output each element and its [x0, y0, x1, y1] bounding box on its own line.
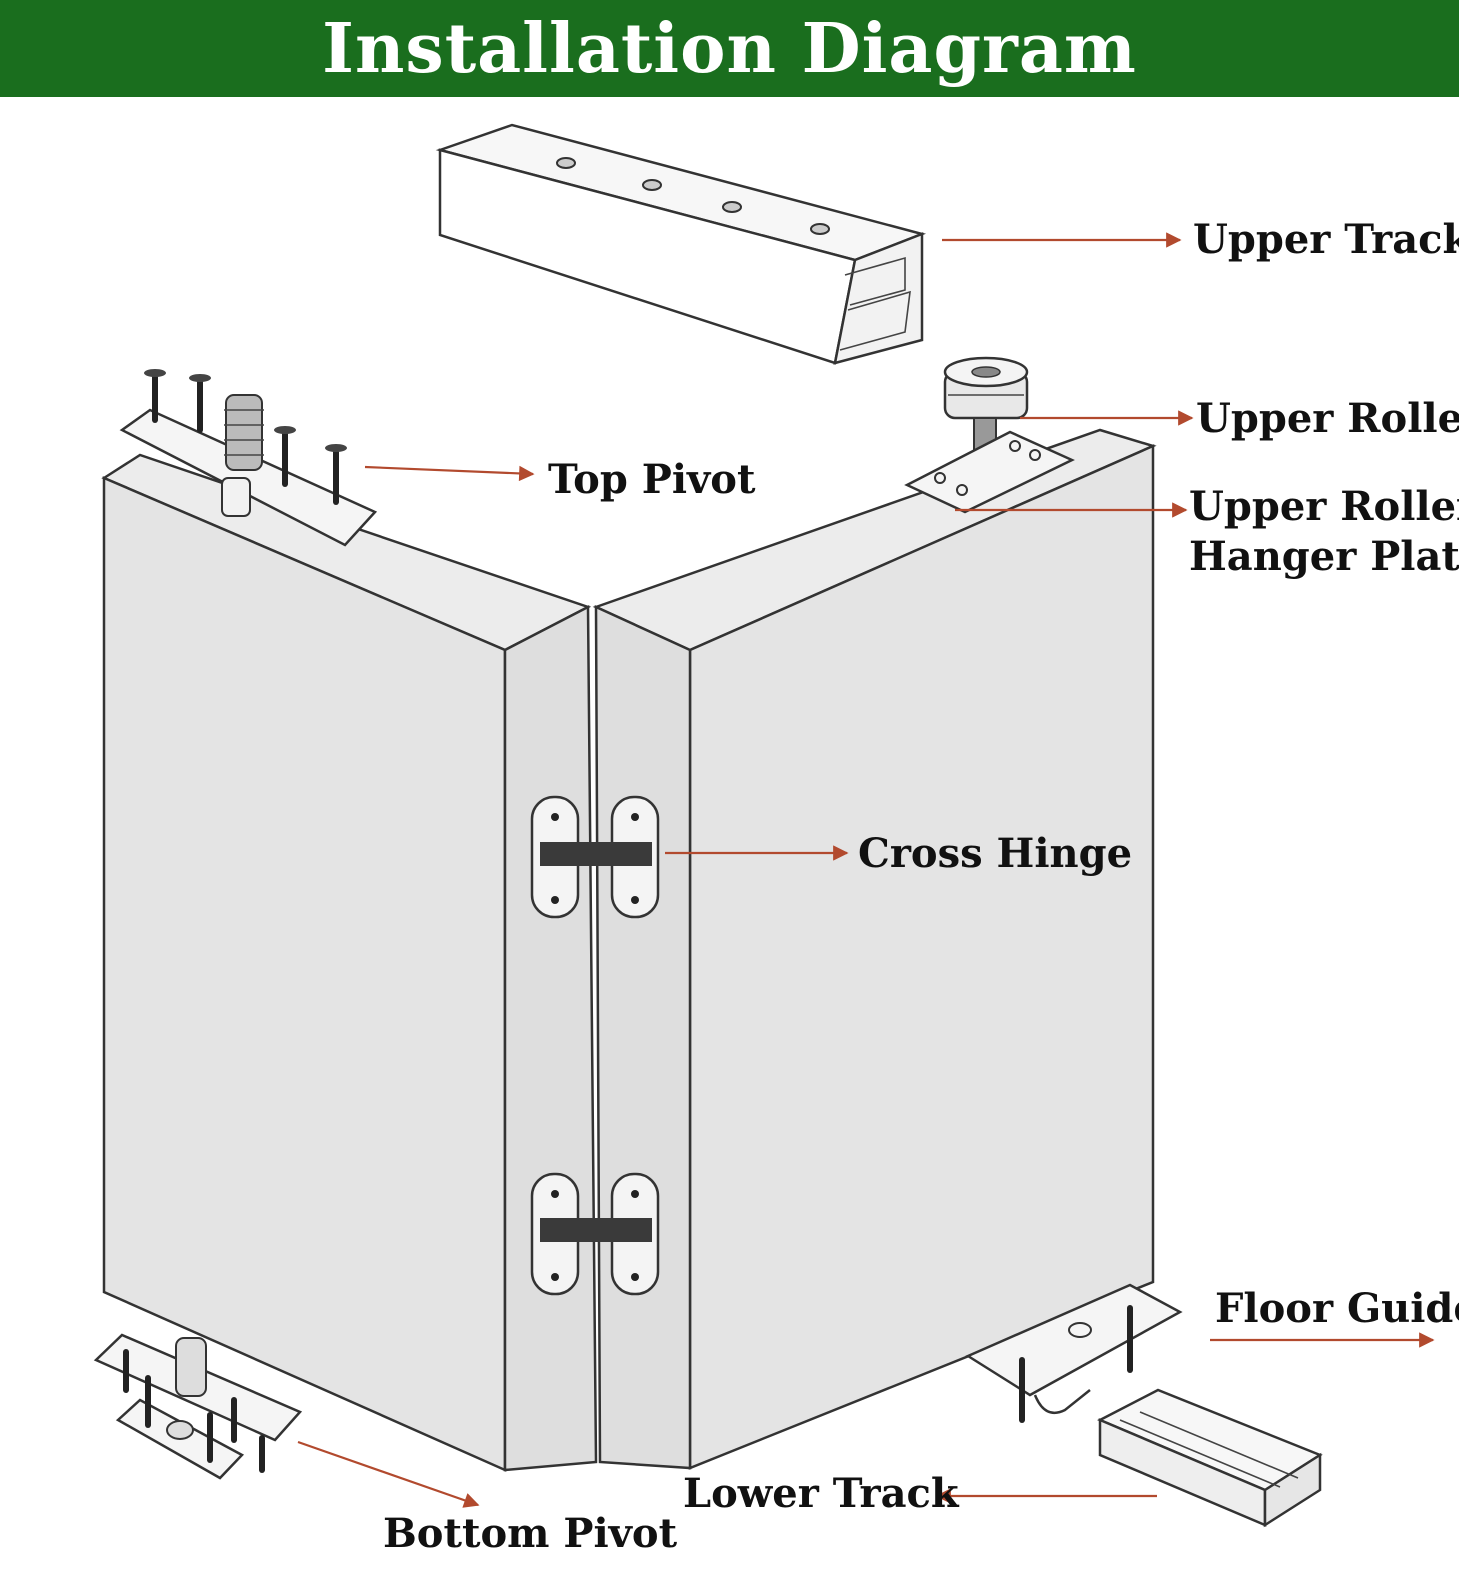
label-bottom-pivot: Bottom Pivot — [383, 1510, 678, 1557]
label-cross-hinge: Cross Hinge — [858, 830, 1132, 877]
label-top-pivot: Top Pivot — [548, 456, 756, 503]
lower-track-part — [1097, 1388, 1323, 1528]
page-title: Installation Diagram — [322, 8, 1137, 89]
upper-track-part — [435, 123, 927, 365]
left-door-panel — [101, 453, 598, 1472]
top-pivot-part — [119, 369, 378, 547]
header-banner: Installation Diagram — [0, 0, 1459, 97]
floor-guide-part — [965, 1283, 1183, 1423]
label-hanger-plate-line2: Hanger Plate — [1189, 533, 1459, 580]
bottom-pivot-part — [93, 1333, 303, 1480]
label-upper-track: Upper Track — [1193, 216, 1459, 263]
bottom-pivot-arrow — [297, 1440, 480, 1508]
cross-hinge-upper — [530, 795, 660, 919]
label-hanger-plate-line1: Upper Roller — [1189, 483, 1459, 530]
label-floor-guide: Floor Guide — [1215, 1285, 1459, 1332]
cross-hinge-lower — [530, 1172, 660, 1296]
hanger-plate-part — [904, 430, 1075, 514]
top-pivot-arrow — [364, 465, 535, 482]
label-lower-track: Lower Track — [683, 1470, 960, 1517]
label-upper-roller: Upper Roller — [1196, 395, 1459, 442]
